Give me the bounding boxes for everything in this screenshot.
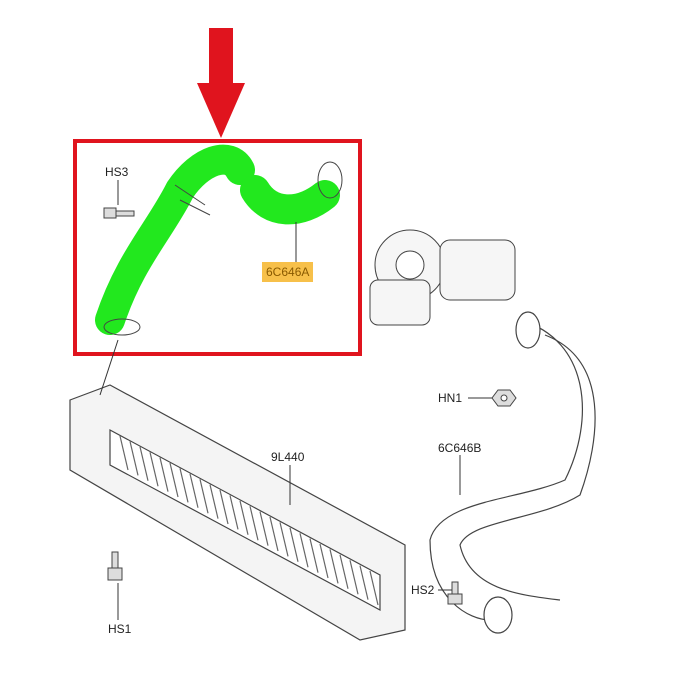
fin [219, 489, 229, 525]
fin [119, 435, 129, 471]
fin [349, 560, 359, 595]
fin [199, 479, 209, 514]
hose-6c646b [429, 311, 596, 634]
hose-6c646a [95, 144, 343, 336]
fin [249, 506, 259, 541]
fin [339, 554, 349, 589]
bolt-hs2-icon [447, 581, 463, 605]
fin [229, 495, 239, 530]
fin [139, 446, 149, 481]
fin [239, 500, 249, 535]
fin [259, 511, 269, 546]
fin [309, 538, 319, 573]
fin [169, 462, 179, 498]
fin [369, 570, 379, 606]
label-6c646b: 6C646B [438, 441, 482, 455]
highlight-box [73, 139, 362, 356]
fin [149, 452, 159, 487]
down-arrow-icon [197, 28, 245, 138]
bolt-hs1-icon [107, 551, 123, 581]
label-hs3: HS3 [105, 165, 129, 179]
turbocharger-part [369, 229, 516, 326]
fin [159, 457, 169, 492]
nut-hn1-icon [491, 389, 517, 407]
fin [359, 565, 369, 600]
fin [319, 543, 329, 579]
leader-lines [99, 180, 492, 620]
fin [279, 522, 289, 557]
label-hs1: HS1 [108, 622, 132, 636]
label-6c646a: 6C646A [262, 262, 314, 282]
fin [129, 441, 139, 476]
label-hn1: HN1 [438, 391, 463, 405]
fin [289, 527, 299, 562]
fin [209, 484, 219, 519]
bolt-hs3-icon [103, 207, 135, 219]
fin [329, 549, 339, 584]
label-hs2: HS2 [411, 583, 435, 597]
fin [179, 468, 189, 503]
fin [189, 473, 199, 508]
fin [269, 516, 279, 552]
intercooler-part [69, 384, 406, 641]
label-9l440: 9L440 [271, 450, 305, 464]
fin [299, 533, 309, 568]
